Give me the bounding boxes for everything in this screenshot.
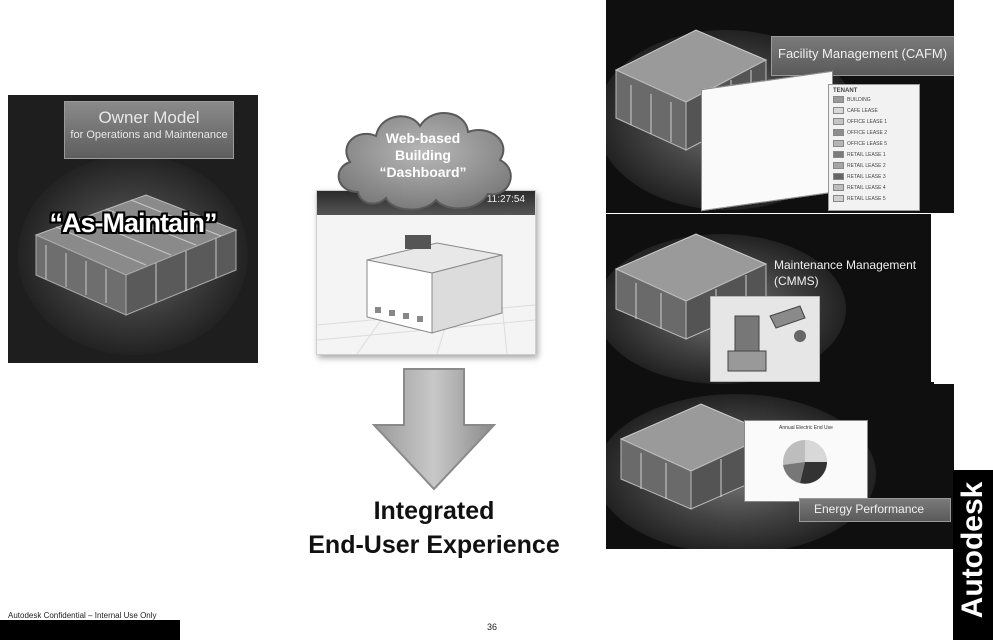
integrated-experience-caption: Integrated End-User Experience (290, 494, 578, 562)
legend-label: RETAIL LEASE 1 (847, 151, 886, 158)
tenant-legend-row: RETAIL LEASE 2 (833, 162, 915, 169)
tenant-legend-row: OFFICE LEASE 5 (833, 140, 915, 147)
cloud-shape (337, 112, 512, 211)
cafm-label: Facility Management (CAFM) (778, 46, 948, 61)
tenant-legend-row: RETAIL LEASE 3 (833, 173, 915, 180)
legend-swatch (833, 184, 844, 191)
tenant-legend-row: RETAIL LEASE 4 (833, 184, 915, 191)
cloud-text-line-3: “Dashboard” (379, 164, 467, 180)
legend-label: OFFICE LEASE 5 (847, 140, 888, 147)
cafm-label-box (771, 36, 954, 76)
as-maintain-label: “As-Maintain” (49, 208, 217, 238)
legend-label: RETAIL LEASE 3 (847, 173, 886, 180)
energy-label: Energy Performance (814, 502, 925, 516)
legend-label: RETAIL LEASE 4 (847, 184, 886, 191)
confidential-notice: Autodesk Confidential – Internal Use Onl… (8, 611, 157, 620)
page-number: 36 (487, 622, 498, 632)
cmms-label-line-1: Maintenance Management (774, 258, 917, 272)
legend-swatch (833, 96, 844, 103)
autodesk-logo: Autodesk (953, 470, 993, 640)
energy-performance-panel: Annual Electric End Use Energy Performan… (606, 384, 954, 549)
tenant-legend-row: RETAIL LEASE 1 (833, 151, 915, 158)
tenant-legend-row: CAFE LEASE (833, 107, 915, 114)
energy-chart-card: Annual Electric End Use (744, 420, 868, 502)
energy-label-box (799, 498, 951, 522)
legend-swatch (833, 118, 844, 125)
caption-line-1: Integrated (373, 497, 495, 525)
legend-swatch (833, 107, 844, 114)
cmms-label-line-2: (CMMS) (774, 274, 819, 288)
cloud-text-line-1: Web-based (385, 130, 461, 146)
cloud-text: Web-based Building “Dashboard” (342, 130, 504, 181)
building-wireframe-graphic (34, 194, 238, 316)
maintenance-management-panel: Maintenance Management (CMMS) (606, 214, 934, 384)
legend-swatch (833, 151, 844, 158)
legend-swatch (833, 162, 844, 169)
cmms-equipment-image (710, 296, 820, 382)
legend-swatch (833, 173, 844, 180)
legend-swatch (833, 129, 844, 136)
legend-label: BUILDING (847, 96, 871, 103)
caption-line-2: End-User Experience (308, 531, 560, 559)
tenant-legend: TENANT BUILDING CAFE LEASE OFFICE LEASE … (828, 84, 920, 211)
tenant-legend-row: RETAIL LEASE 5 (833, 195, 915, 202)
dashboard-screenshot: 11:27:54 (316, 190, 536, 355)
energy-chart-title: Annual Electric End Use (779, 425, 833, 431)
legend-label: CAFE LEASE (847, 107, 878, 114)
legend-swatch (833, 140, 844, 147)
energy-pie-chart (783, 440, 827, 484)
legend-label: RETAIL LEASE 2 (847, 162, 886, 169)
footer-black-bar (0, 620, 180, 640)
autodesk-logo-text: Autodesk (956, 481, 989, 619)
owner-model-subtitle: for Operations and Maintenance (70, 129, 228, 141)
owner-model-panel: Owner Model for Operations and Maintenan… (8, 95, 258, 363)
owner-model-title: Owner Model (98, 108, 200, 127)
dashboard-building-3d-view (317, 235, 535, 354)
facility-management-panel: Facility Management (CAFM) TENANT BUILDI… (606, 0, 954, 213)
tenant-legend-title: TENANT (833, 88, 858, 94)
legend-label: OFFICE LEASE 1 (847, 118, 888, 125)
divider (931, 214, 934, 382)
cloud-text-line-2: Building (395, 147, 451, 163)
legend-label: RETAIL LEASE 5 (847, 195, 886, 202)
dashboard-clock: 11:27:54 (486, 194, 525, 205)
cafm-floor-plan (701, 70, 833, 212)
tenant-legend-row: BUILDING (833, 96, 915, 103)
down-arrow-icon (372, 368, 496, 491)
tenant-legend-row: OFFICE LEASE 1 (833, 118, 915, 125)
owner-model-title-box: Owner Model for Operations and Maintenan… (64, 101, 234, 159)
legend-swatch (833, 195, 844, 202)
legend-label: OFFICE LEASE 2 (847, 129, 888, 136)
tenant-legend-row: OFFICE LEASE 2 (833, 129, 915, 136)
